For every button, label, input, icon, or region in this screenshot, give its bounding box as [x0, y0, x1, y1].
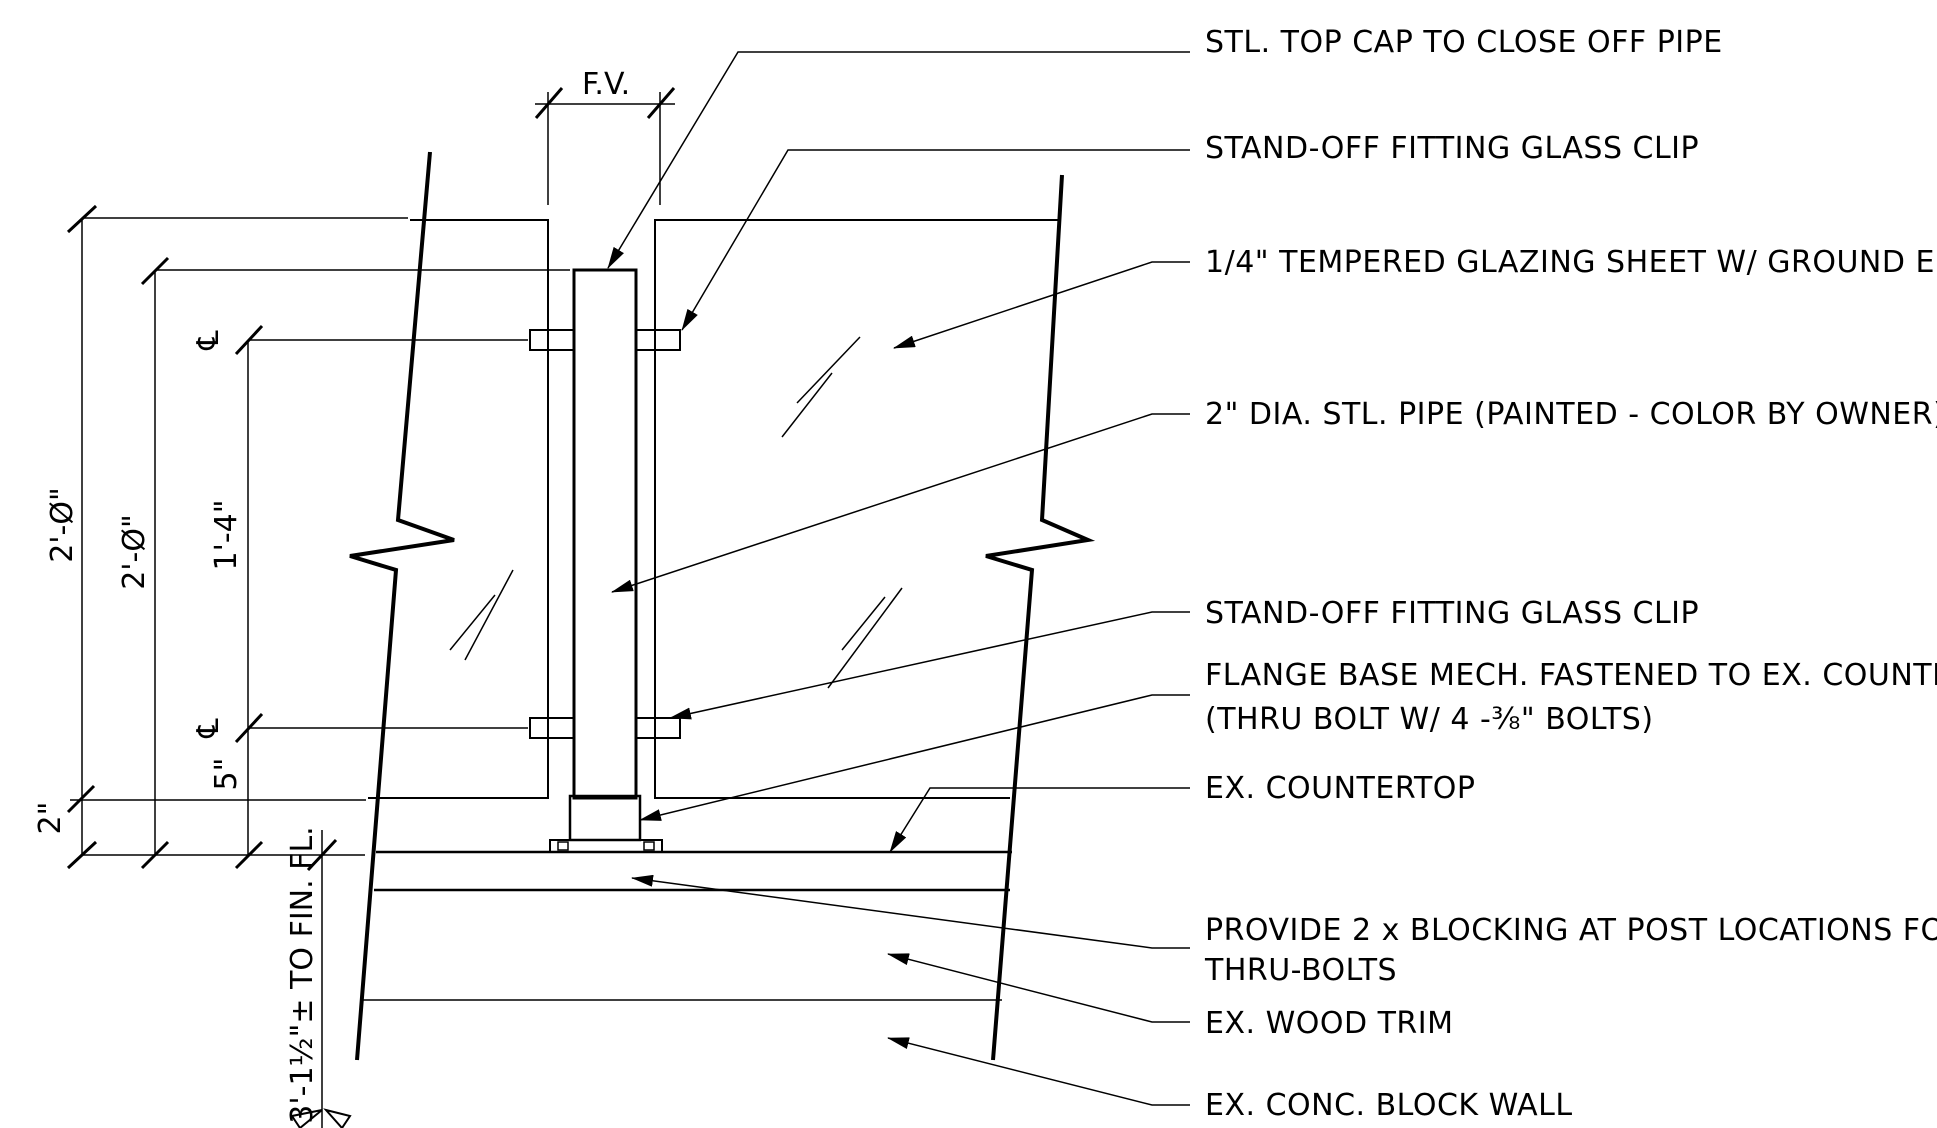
floor-arrow-left	[290, 1109, 323, 1128]
leader-top-cap	[607, 51, 1190, 269]
dim-base-gap: 2"	[33, 802, 68, 835]
leader-lines	[607, 51, 1190, 1106]
leader-countertop	[889, 787, 1190, 853]
left-break-line	[349, 151, 455, 1061]
dimension-labels: F.V. 2'-Ø" 2'-Ø" 1'-4" ℄ ℄ 5" 2" 3'-1½"±…	[33, 67, 630, 1124]
flange-bolt	[643, 841, 655, 851]
dim-floor-height: 3'-1½"± TO FIN. FL.	[285, 826, 320, 1123]
glass-hatch	[796, 336, 861, 404]
callout-clip-lower: STAND-OFF FITTING GLASS CLIP	[1205, 596, 1699, 631]
callout-flange-line1: FLANGE BASE MECH. FASTENED TO EX. COUNTE…	[1205, 658, 1937, 693]
callout-block-wall: EX. CONC. BLOCK WALL	[1205, 1088, 1573, 1123]
leader-blocking	[631, 874, 1190, 949]
dim-centerline-upper: ℄	[191, 330, 226, 350]
flange-collar	[568, 794, 642, 842]
dim-centerline-lower: ℄	[191, 718, 226, 738]
lower-clip-right	[635, 717, 681, 739]
flange-bolt	[557, 841, 569, 851]
callout-labels: STL. TOP CAP TO CLOSE OFF PIPE STAND-OFF…	[1204, 25, 1937, 1123]
steel-post	[529, 268, 681, 853]
dim-clip-spacing: 1'-4"	[209, 499, 244, 570]
steel-pipe	[572, 268, 638, 800]
leader-glazing	[893, 261, 1190, 349]
floor-arrow-right	[323, 1108, 352, 1128]
lower-clip-left	[529, 717, 575, 739]
glass-panels	[368, 219, 1058, 799]
left-glass-panel	[368, 219, 549, 799]
dim-fv: F.V.	[582, 67, 630, 102]
callout-wood-trim: EX. WOOD TRIM	[1205, 1006, 1454, 1041]
callout-blocking-line2: THRU-BOLTS	[1204, 953, 1397, 988]
leader-clip-upper	[681, 149, 1190, 331]
callout-clip-upper: STAND-OFF FITTING GLASS CLIP	[1205, 131, 1699, 166]
upper-clip-right	[635, 329, 681, 351]
callout-pipe: 2" DIA. STL. PIPE (PAINTED - COLOR BY OW…	[1205, 397, 1937, 432]
right-break-line	[985, 174, 1096, 1061]
leader-clip-lower	[669, 611, 1190, 720]
glass-hatch	[841, 596, 886, 651]
callout-flange-line2: (THRU BOLT W/ 4 -⅜" BOLTS)	[1205, 702, 1654, 737]
callout-blocking-line1: PROVIDE 2 x BLOCKING AT POST LOCATIONS F…	[1205, 913, 1937, 948]
glass-hatch	[464, 569, 514, 661]
glass-hatch	[449, 594, 496, 651]
leader-wood-trim	[887, 953, 1190, 1023]
dim-overall-post: 2'-Ø"	[117, 514, 152, 590]
callout-top-cap: STL. TOP CAP TO CLOSE OFF PIPE	[1205, 25, 1723, 60]
leader-flange	[639, 694, 1190, 821]
glass-hatch	[827, 587, 903, 689]
upper-clip-left	[529, 329, 575, 351]
callout-glazing: 1/4" TEMPERED GLAZING SHEET W/ GROUND ED…	[1205, 245, 1937, 280]
dim-overall-glass: 2'-Ø"	[45, 487, 80, 563]
counter-assembly	[362, 850, 1012, 1001]
dimension-lines	[66, 87, 676, 1128]
break-lines	[349, 151, 1096, 1061]
right-glass-panel	[654, 219, 1058, 799]
callout-countertop: EX. COUNTERTOP	[1205, 771, 1476, 806]
leader-block-wall	[887, 1037, 1190, 1106]
dim-clip-offset: 5"	[209, 758, 244, 791]
leader-pipe	[611, 413, 1190, 593]
glass-hatch	[781, 372, 833, 438]
